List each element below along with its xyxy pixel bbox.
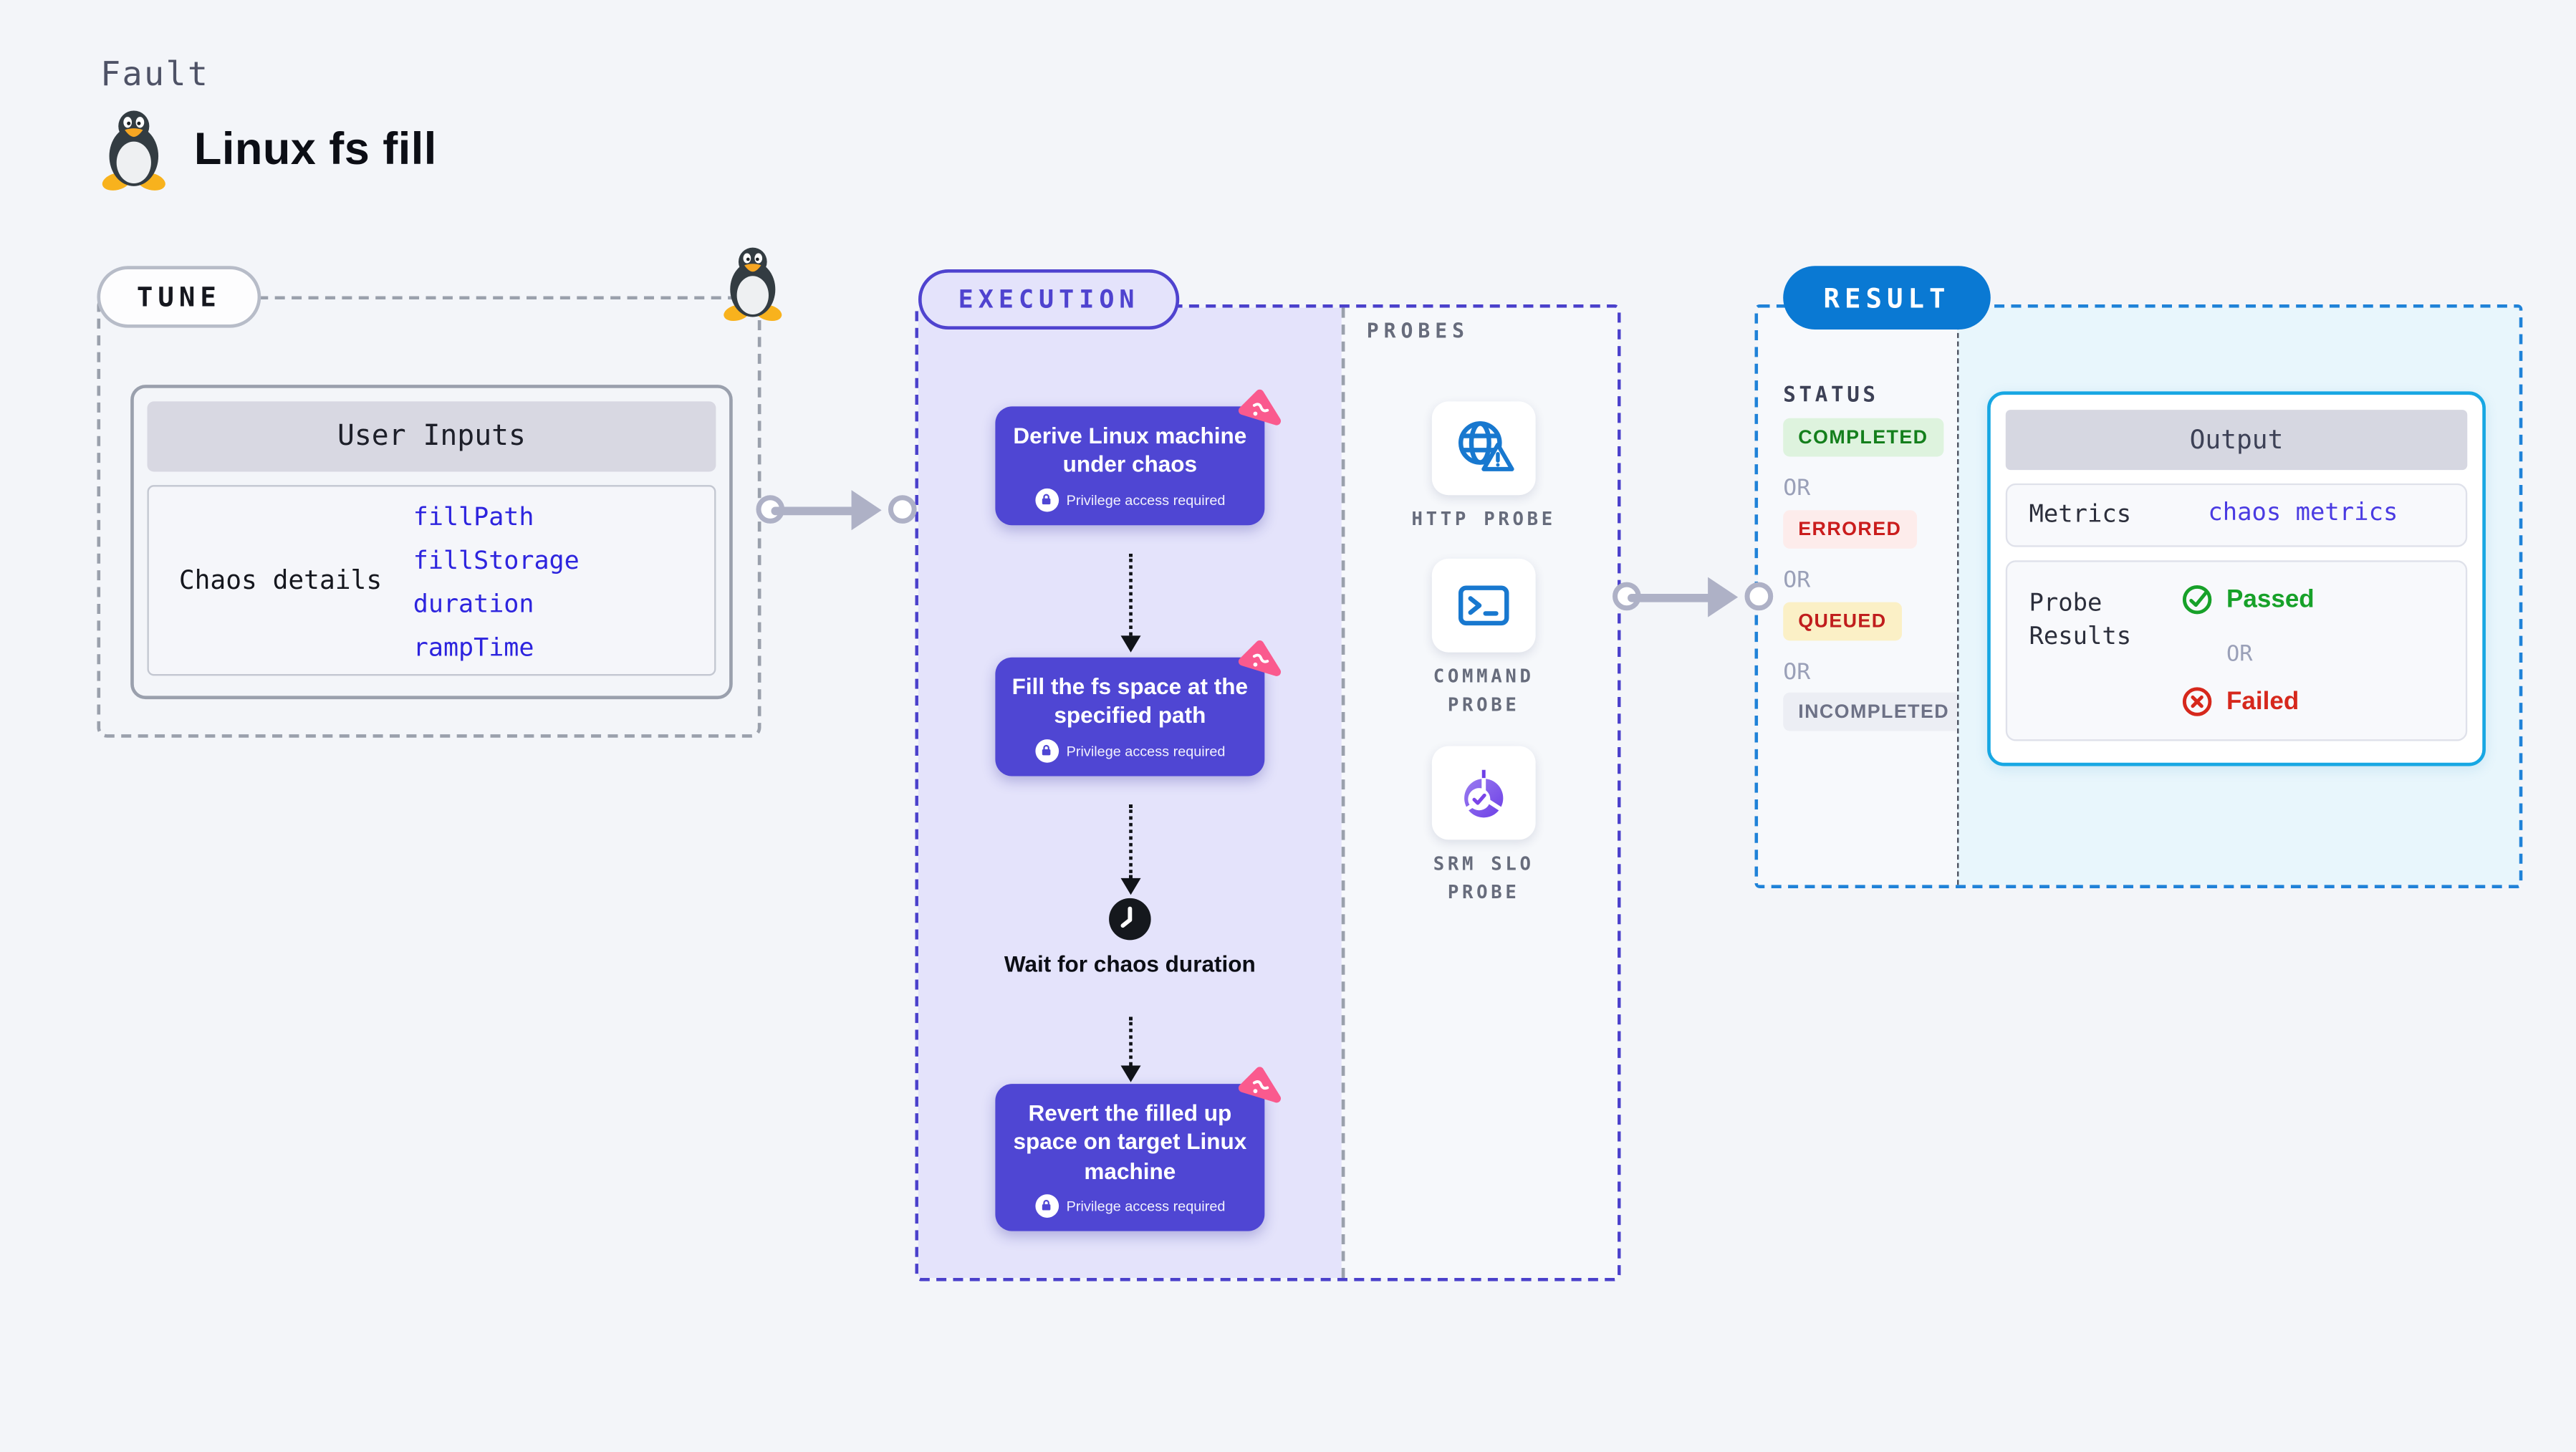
status-badge-incompleted: INCOMPLETED (1783, 692, 1965, 731)
step-connector (1129, 804, 1133, 878)
privilege-note: Privilege access required (1066, 741, 1226, 759)
or-label: OR (1783, 567, 1811, 594)
privilege-note: Privilege access required (1066, 1197, 1226, 1214)
clock-icon (1107, 897, 1153, 942)
step-connector-arrowhead (1120, 635, 1141, 653)
user-inputs-card: User Inputs Chaos details fillPath fillS… (130, 385, 733, 700)
execution-step: Derive Linux machine under chaos Privile… (995, 406, 1264, 525)
step-connector (1129, 553, 1133, 636)
probes-heading: PROBES (1366, 319, 1470, 343)
or-label: OR (2226, 642, 2253, 668)
metrics-value-link: chaos metrics (2208, 500, 2398, 527)
execution-section-box: Derive Linux machine under chaos Privile… (915, 304, 1621, 1282)
page-title: Linux fs fill (193, 123, 437, 174)
command-probe-card (1431, 558, 1536, 653)
status-column: STATUS COMPLETED OR ERRORED OR QUEUED OR… (1758, 307, 1965, 885)
check-circle-icon (2181, 584, 2213, 615)
probes-panel: PROBES HTTP PROBE COMMAND PROBE SRM SLO … (1341, 307, 1618, 1279)
execution-to-result-arrow (1613, 575, 1774, 619)
linux-tux-icon (97, 107, 170, 191)
tune-to-execution-arrow (756, 489, 917, 532)
execution-step: Revert the filled up space on target Lin… (995, 1084, 1264, 1231)
input-param: rampTime (413, 632, 534, 663)
step-connector-arrowhead (1120, 878, 1141, 895)
lock-icon (1034, 739, 1058, 762)
status-badge-errored: ERRORED (1783, 510, 1917, 549)
chaos-flag-icon (1236, 639, 1282, 684)
lock-icon (1034, 487, 1058, 511)
or-label: OR (1783, 475, 1811, 502)
status-badge-completed: COMPLETED (1783, 418, 1943, 457)
terminal-icon (1452, 574, 1516, 638)
globe-alert-icon (1452, 416, 1516, 480)
linux-tux-corner-icon (719, 244, 786, 321)
input-param: fillStorage (413, 545, 580, 576)
user-inputs-title: User Inputs (147, 401, 716, 472)
status-heading: STATUS (1783, 381, 1879, 407)
privilege-note: Privilege access required (1066, 491, 1226, 508)
probe-label: SRM SLO PROBE (1433, 852, 1534, 904)
input-param: fillPath (413, 501, 534, 532)
srm-slo-probe-card (1431, 746, 1536, 840)
result-section-badge: RESULT (1783, 266, 1991, 330)
output-card: Output Metrics chaos metrics Probe Resul… (1987, 391, 2486, 766)
status-badge-queued: QUEUED (1783, 602, 1902, 641)
failed-label: Failed (2226, 687, 2299, 716)
probe-label: COMMAND PROBE (1433, 665, 1534, 716)
probe-results-row: Probe Results Passed OR Failed (2005, 560, 2468, 741)
output-title: Output (2005, 410, 2468, 471)
lock-icon (1034, 1193, 1058, 1218)
step-title: Revert the filled up space on target Lin… (1013, 1100, 1247, 1184)
chaos-flag-icon (1236, 388, 1282, 433)
wait-step-label: Wait for chaos duration (1004, 951, 1256, 977)
chaos-details-label: Chaos details (178, 565, 383, 596)
http-probe-card (1431, 401, 1536, 496)
execution-section-badge: EXECUTION (918, 269, 1180, 330)
metrics-row: Metrics chaos metrics (2005, 483, 2468, 547)
or-label: OR (1783, 659, 1811, 686)
passed-label: Passed (2226, 585, 2315, 614)
probe-results-label: Probe Results (2029, 590, 2132, 650)
tune-section-badge: TUNE (97, 266, 261, 328)
execution-step: Fill the fs space at the specified path … (995, 658, 1264, 776)
metrics-label: Metrics (2029, 501, 2132, 529)
input-param: duration (413, 588, 534, 619)
step-title: Fill the fs space at the specified path (1011, 674, 1249, 729)
fault-kicker-label: Fault (100, 53, 210, 94)
step-title: Derive Linux machine under chaos (1013, 423, 1247, 478)
chaos-details-table: Chaos details fillPath fillStorage durat… (147, 485, 716, 676)
execution-flow-panel: Derive Linux machine under chaos Privile… (918, 307, 1342, 1279)
slo-donut-icon (1452, 761, 1516, 824)
x-circle-icon (2181, 686, 2213, 717)
chaos-flag-icon (1236, 1065, 1282, 1110)
step-connector (1129, 1016, 1133, 1066)
probe-label: HTTP PROBE (1411, 508, 1556, 531)
step-connector-arrowhead (1120, 1065, 1141, 1082)
